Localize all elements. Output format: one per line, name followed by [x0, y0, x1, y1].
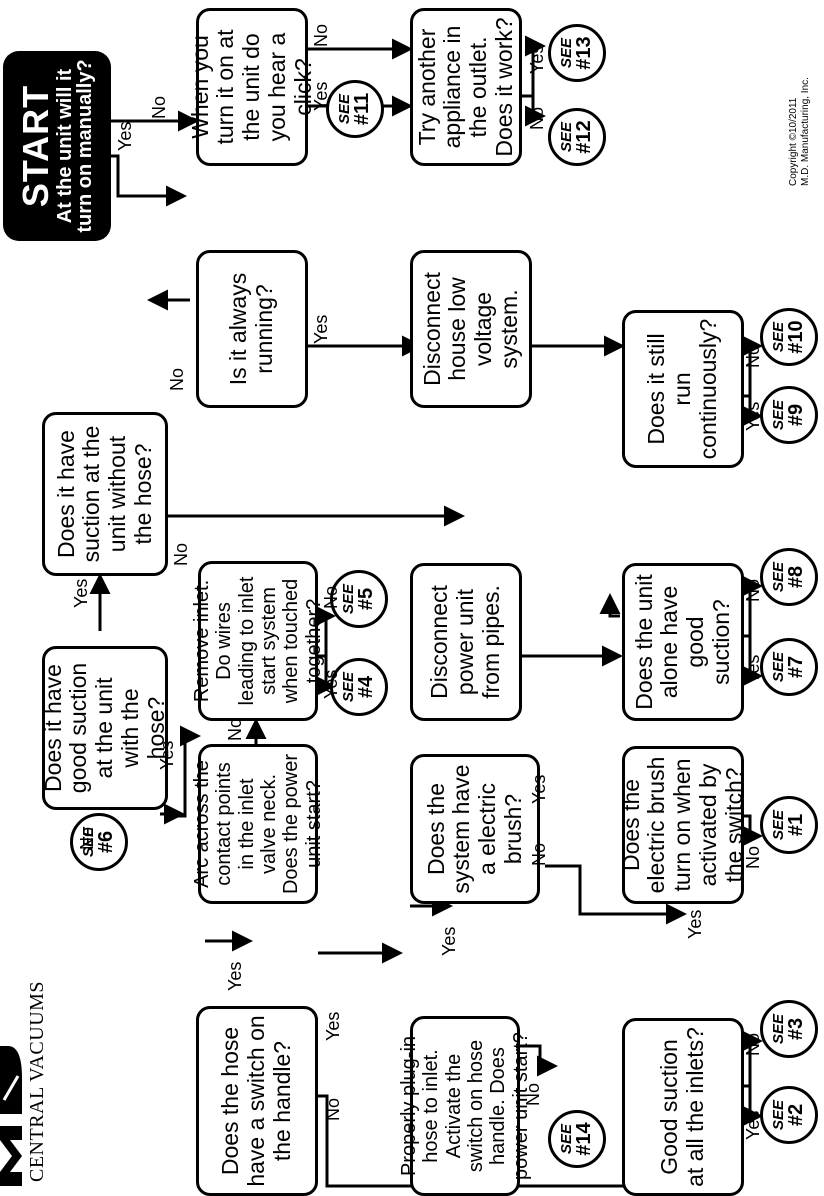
node-remove-inlet: Remove inlet. Do wires leading to inlet …	[191, 561, 325, 721]
copyright-line-2: M.D. Manufacturing, Inc.	[799, 77, 811, 186]
copyright-line-1: Copyright ©10/2011	[788, 97, 799, 186]
see-2-circle: SEE#2	[760, 1086, 818, 1144]
label-yes: Yes	[311, 81, 331, 111]
label-yes: Yes	[743, 1110, 763, 1140]
node-try-appliance: Try another appliance in the outlet. Doe…	[410, 8, 522, 166]
label-no: No	[527, 106, 547, 130]
see-8-circle: SEE#8	[760, 548, 818, 606]
see-11-circle: SEE#11	[326, 80, 384, 138]
label-no: No	[171, 542, 191, 566]
see-13-circle: SEE#13	[548, 24, 606, 82]
node-hose-switch: Does the hose have a switch on the handl…	[196, 1006, 318, 1196]
label-no: No	[743, 578, 763, 602]
node-always-running: Is it always running?	[196, 250, 308, 408]
node-electric-brush: Does the system have a electric brush?	[410, 754, 540, 904]
see-14-circle: SEE#14	[548, 1110, 606, 1168]
label-no: No	[225, 717, 245, 741]
label-yes: Yes	[743, 401, 763, 431]
label-no: No	[529, 842, 549, 866]
node-unit-alone-suction: Does the unit alone have good suction?	[622, 563, 744, 721]
label-no: No	[167, 367, 187, 391]
label-yes: Yes	[311, 314, 331, 344]
node-still-run: Does it still run continuously?	[622, 310, 744, 468]
brand-name: CENTRAL VACUUMS	[26, 980, 48, 1182]
see-3-circle: SEE#3	[760, 1000, 818, 1058]
label-yes: Yes	[685, 909, 705, 939]
label-yes: Yes	[439, 926, 459, 956]
start-box: START At the unit will it turn on manual…	[3, 51, 111, 241]
start-question: At the unit will it turn on manually?	[53, 59, 97, 233]
label-no: No	[321, 585, 341, 609]
label-no: No	[323, 1097, 343, 1121]
label-no: No	[311, 23, 331, 47]
label-yes: Yes	[225, 961, 245, 991]
label-no: No	[743, 344, 763, 368]
label-no: No	[77, 826, 97, 850]
label-yes: Yes	[157, 740, 177, 770]
copyright-note: Copyright ©10/2011 M.D. Manufacturing, I…	[788, 77, 811, 186]
see-10-circle: SEE#10	[760, 308, 818, 366]
see-7-circle: SEE#7	[760, 638, 818, 696]
label-yes: Yes	[323, 1011, 343, 1041]
node-disconnect-low-voltage: Disconnect house low voltage system.	[410, 250, 532, 408]
label-yes: Yes	[527, 44, 547, 74]
label-yes: Yes	[115, 121, 135, 151]
see-9-circle: SEE#9	[760, 386, 818, 444]
node-plug-in-hose: Properly plug-in hose to inlet. Activate…	[398, 1016, 532, 1196]
start-title: START	[15, 84, 57, 208]
label-yes: Yes	[71, 578, 91, 608]
see-12-circle: SEE#12	[548, 108, 606, 166]
node-all-inlets: Good suction at all the inlets?	[622, 1018, 744, 1196]
node-arc-contact: Arc across the contact points in the inl…	[191, 744, 325, 904]
node-hear-click: When you turn it on at the unit do you h…	[187, 8, 316, 166]
md-logo-icon	[0, 1046, 22, 1186]
label-yes: Yes	[743, 654, 763, 684]
node-good-suction-with-hose: Does it have good suction at the unit wi…	[40, 646, 169, 810]
label-no: No	[523, 1082, 543, 1106]
node-brush-turn-on: Does the electric brush turn on when act…	[618, 746, 747, 904]
node-suction-without-hose: Does it have suction at the unit without…	[42, 412, 168, 576]
node-disconnect-power-unit: Disconnect power unit from pipes.	[410, 563, 522, 721]
label-no: No	[743, 845, 763, 869]
label-no: No	[743, 1032, 763, 1056]
label-yes: Yes	[529, 774, 549, 804]
label-yes: Yes	[321, 669, 341, 699]
see-1-circle: SEE#1	[760, 796, 818, 854]
label-no: No	[149, 95, 169, 119]
